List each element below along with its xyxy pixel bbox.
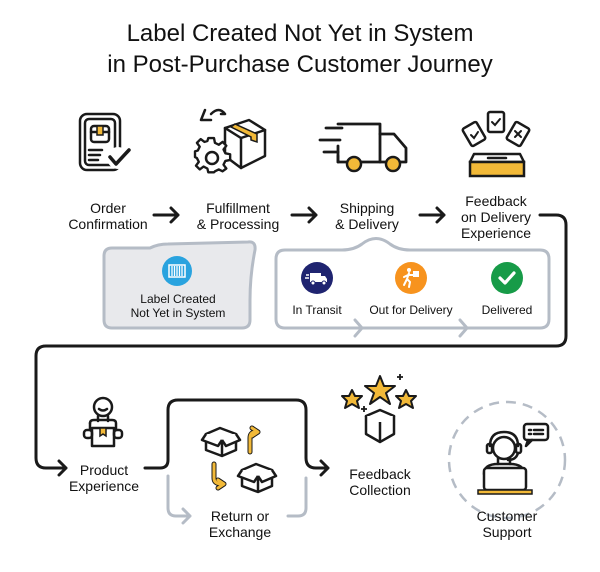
status-arrow-2 (458, 318, 469, 338)
status-delivered: Delivered (481, 303, 533, 317)
label-callout-line: Label Created (140, 292, 216, 306)
step-label-line: Feedback (349, 466, 411, 482)
label-callout-text: Label Created Not Yet in System (108, 292, 248, 320)
tablet-order-check-icon (78, 112, 131, 172)
page-title: Label Created Not Yet in System in Post-… (0, 18, 600, 80)
step-label-line: on Delivery (460, 209, 532, 225)
stars-box-icon (341, 374, 417, 444)
connector-product-to-return (166, 474, 192, 525)
step-product-experience: Product Experience (64, 462, 144, 494)
support-agent-icon (477, 422, 550, 495)
status-out-for-delivery: Out for Delivery (369, 303, 453, 317)
step-label-line: Exchange (208, 524, 272, 540)
truck-icon (301, 262, 333, 294)
step-label-line: Experience (460, 225, 532, 241)
connector-return-to-feedback (286, 476, 308, 518)
support-dashed-circle (447, 400, 567, 520)
step-feedback-collection: Feedback Collection (330, 466, 430, 498)
arrow-fulfillment-to-shipping (290, 206, 318, 224)
step-label-line: & Processing (196, 216, 280, 232)
step-return-exchange: Return or Exchange (200, 508, 280, 540)
feedback-box-icon (461, 110, 531, 178)
step-label-line: Confirmation (68, 216, 148, 232)
label-callout-line: Not Yet in System (130, 306, 226, 320)
step-label-line: & Delivery (335, 216, 399, 232)
step-fulfillment: Fulfillment & Processing (188, 200, 288, 232)
arrow-order-to-fulfillment (152, 206, 180, 224)
step-label-line: Feedback (465, 193, 527, 209)
step-order-confirmation: Order Confirmation (66, 200, 150, 232)
step-label-line: Collection (349, 482, 411, 498)
box-gear-icon (193, 108, 267, 174)
person-holding-box-icon (82, 396, 124, 448)
delivery-truck-icon (318, 122, 408, 173)
step-label-line: Fulfillment (206, 200, 270, 216)
connector-feedback-to-product (34, 213, 568, 477)
step-customer-support: Customer Support (462, 508, 552, 540)
title-line-1: Label Created Not Yet in System (126, 20, 474, 47)
step-label-line: Experience (68, 478, 140, 494)
step-label-line: Shipping (339, 200, 395, 216)
barcode-icon (162, 256, 192, 286)
step-label-line: Order (90, 200, 126, 216)
connector-product-to-feedback-collection (143, 398, 330, 477)
check-icon (491, 262, 523, 294)
arrow-shipping-to-feedback (418, 206, 446, 224)
boxes-exchange-icon (200, 425, 278, 494)
step-label-line: Customer (476, 508, 538, 524)
step-label-line: Support (482, 524, 532, 540)
step-label-line: Return or (210, 508, 270, 524)
status-in-transit: In Transit (292, 303, 342, 317)
courier-running-icon (395, 262, 427, 294)
step-label-line: Product (79, 462, 129, 478)
status-arrow-1 (353, 318, 364, 338)
step-shipping: Shipping & Delivery (322, 200, 412, 232)
title-line-2: in Post-Purchase Customer Journey (107, 51, 493, 78)
step-feedback-delivery: Feedback on Delivery Experience (450, 193, 542, 241)
